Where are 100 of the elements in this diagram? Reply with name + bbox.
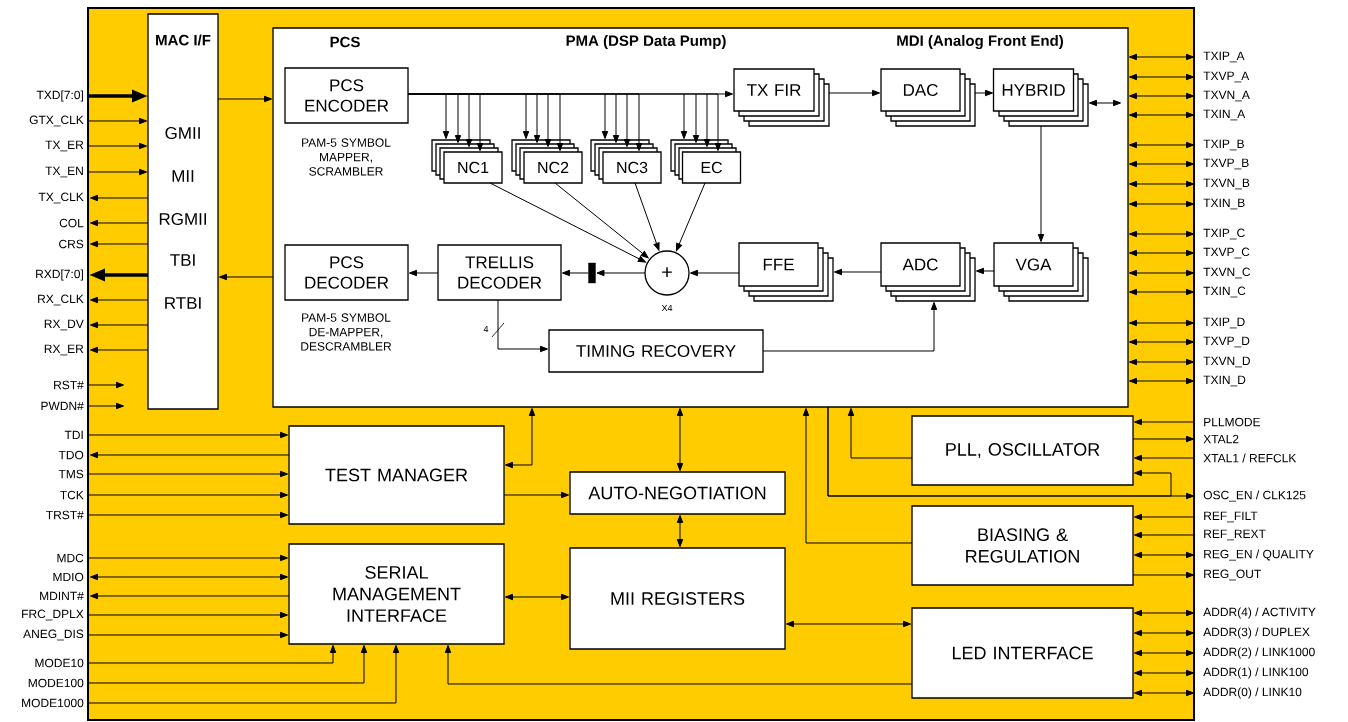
arrow	[1132, 571, 1195, 579]
arrow	[88, 142, 148, 150]
pin-label: MDIO	[53, 572, 84, 582]
arrow	[1129, 160, 1195, 168]
stacked-block: FFE	[738, 242, 834, 302]
pin-label: TXVN_B	[1203, 178, 1250, 190]
arrow	[562, 269, 589, 277]
pin-label: FRC_DPLX	[22, 609, 84, 621]
process-block: LED INTERFACE	[911, 607, 1134, 699]
pin-label: ADDR(2) / LINK1000	[1203, 647, 1315, 659]
pin-label: ADDR(1) / LINK100	[1203, 667, 1309, 679]
arrow	[690, 269, 740, 277]
pin-label: TXVN_C	[1203, 267, 1251, 279]
arrow	[503, 491, 570, 499]
block-caption: PAM-5 SYMBOL DE-MAPPER, DESCRAMBLER	[301, 313, 392, 351]
arrow	[90, 194, 149, 202]
arrow	[1134, 669, 1195, 677]
arrow	[1134, 531, 1196, 539]
arrow	[1134, 649, 1195, 657]
arrow	[489, 182, 646, 263]
arrow	[1129, 230, 1195, 238]
pin-label: OSC_EN / CLK125	[1203, 490, 1306, 502]
pin-label: TXVP_B	[1203, 158, 1249, 170]
pin-label: TXIN_B	[1203, 198, 1245, 210]
arrow	[90, 219, 149, 227]
arrow	[90, 296, 149, 304]
arrow	[1134, 513, 1196, 521]
pin-label: TX_CLK	[38, 192, 84, 204]
arrow	[1129, 180, 1195, 188]
arrow	[88, 511, 289, 519]
pin-label: RX_DV	[44, 319, 84, 331]
process-block: SERIAL MANAGEMENT INTERFACE	[288, 543, 505, 645]
arrow	[676, 514, 684, 547]
arrow	[217, 95, 273, 103]
block-caption: PAM-5 SYMBOL MAPPER, SCRAMBLER	[302, 138, 391, 176]
pin-label: ADDR(4) / ACTIVITY	[1203, 607, 1316, 619]
pin-label: REF_FILT	[1204, 511, 1258, 523]
arrow	[1129, 269, 1195, 277]
arrow	[219, 273, 274, 281]
arrow	[1134, 689, 1195, 697]
arrow	[90, 451, 290, 459]
pin-label: GTX_CLK	[29, 115, 84, 127]
stacked-block: HYBRID	[992, 68, 1089, 127]
arrow	[1129, 319, 1195, 327]
block-caption: X4	[661, 304, 673, 312]
pin-label: XTAL2	[1203, 434, 1239, 444]
arrow	[88, 644, 337, 664]
pin-label: RX_ER	[44, 344, 84, 356]
arrow	[786, 620, 912, 628]
arrow	[762, 301, 938, 352]
arrow	[1129, 53, 1195, 61]
pin-label: TRST#	[46, 510, 84, 520]
arrow	[88, 644, 368, 684]
pin-label: TX_EN	[45, 166, 83, 178]
pin-label: COL	[59, 218, 84, 228]
arrow	[634, 182, 660, 251]
stacked-block: ADC	[880, 242, 976, 302]
process-block: AUTO-NEGOTIATION	[569, 471, 786, 515]
arrow	[90, 321, 149, 329]
arrow	[976, 267, 995, 275]
pin-label: TXIP_D	[1203, 317, 1245, 329]
process-block: MII REGISTERS	[569, 547, 786, 650]
arrow	[675, 182, 706, 252]
process-block: TRELLIS DECODER	[437, 244, 562, 301]
pin-label: ADDR(0) / LINK10	[1203, 687, 1302, 699]
stacked-block: NC2	[511, 139, 583, 184]
arrow	[676, 407, 684, 471]
pin-label: PWDN#	[41, 401, 84, 411]
arrow	[88, 402, 125, 410]
pin-label: TMS	[58, 469, 84, 479]
arrow	[90, 346, 149, 354]
arrow	[88, 117, 148, 125]
arrow	[1134, 609, 1195, 617]
arrow	[90, 592, 290, 600]
pin-label: REG_OUT	[1204, 569, 1261, 581]
arrow	[88, 611, 289, 619]
process-block: TIMING RECOVERY	[548, 329, 764, 373]
pin-label: ANEG_DIS	[23, 629, 84, 641]
arrow	[1134, 551, 1195, 559]
arrow	[802, 407, 913, 544]
arrow	[1037, 125, 1045, 242]
edge-label: 4	[482, 324, 490, 334]
pin-label: TX_ER	[45, 140, 84, 152]
pin-label: MODE100	[28, 678, 84, 688]
pin-label: CRS	[59, 239, 84, 249]
pin-label: RST#	[54, 380, 84, 390]
pin-label: ADDR(3) / DUPLEX	[1203, 627, 1310, 639]
process-block: TEST MANAGER	[288, 425, 505, 525]
stacked-block: VGA	[993, 242, 1089, 302]
arrow	[505, 407, 536, 469]
arrow	[88, 644, 400, 704]
arrow	[90, 240, 149, 248]
pin-label: TXVP_C	[1203, 247, 1250, 259]
arrow	[554, 182, 649, 259]
pin-label: MODE1000	[22, 698, 84, 708]
arrow	[407, 93, 722, 151]
arrow	[1129, 200, 1195, 208]
process-block: BIASING & REGULATION	[911, 505, 1134, 586]
arrow	[596, 269, 646, 277]
arrow	[444, 644, 913, 685]
